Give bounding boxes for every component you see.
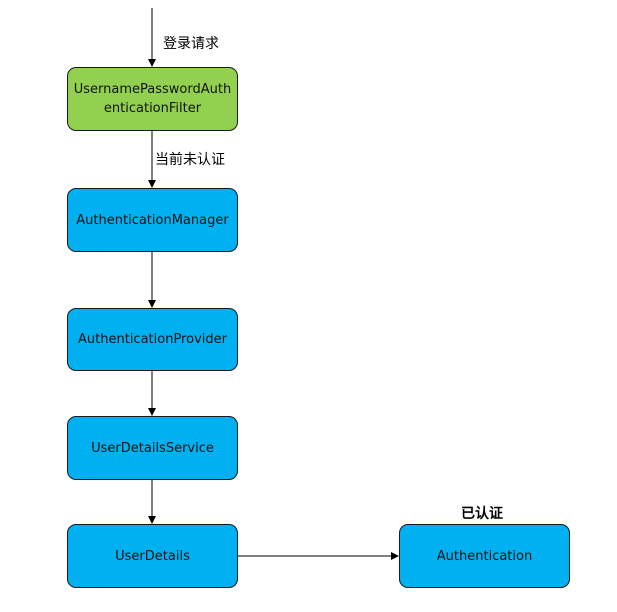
edge-label-login-request: 登录请求 <box>163 36 219 52</box>
node-authentication: Authentication <box>399 524 570 588</box>
node-user-details-service: UserDetailsService <box>67 416 238 480</box>
node-authentication-provider: AuthenticationProvider <box>67 308 238 371</box>
node-username-password-authentication-filter-label: UsernamePasswordAuthenticationFilter <box>73 82 232 116</box>
node-user-details-service-label: UserDetailsService <box>91 440 214 456</box>
node-authentication-label: Authentication <box>436 548 533 564</box>
edge-label-not-authenticated: 当前未认证 <box>155 152 225 168</box>
edge-label-authenticated: 已认证 <box>461 506 503 522</box>
node-user-details: UserDetails <box>67 524 238 588</box>
node-authentication-provider-label: AuthenticationProvider <box>78 332 227 347</box>
node-authentication-manager-label: AuthenticationManager <box>76 212 229 228</box>
node-user-details-label: UserDetails <box>115 548 190 564</box>
node-username-password-authentication-filter: UsernamePasswordAuthenticationFilter <box>67 67 238 131</box>
node-authentication-manager: AuthenticationManager <box>67 188 238 252</box>
